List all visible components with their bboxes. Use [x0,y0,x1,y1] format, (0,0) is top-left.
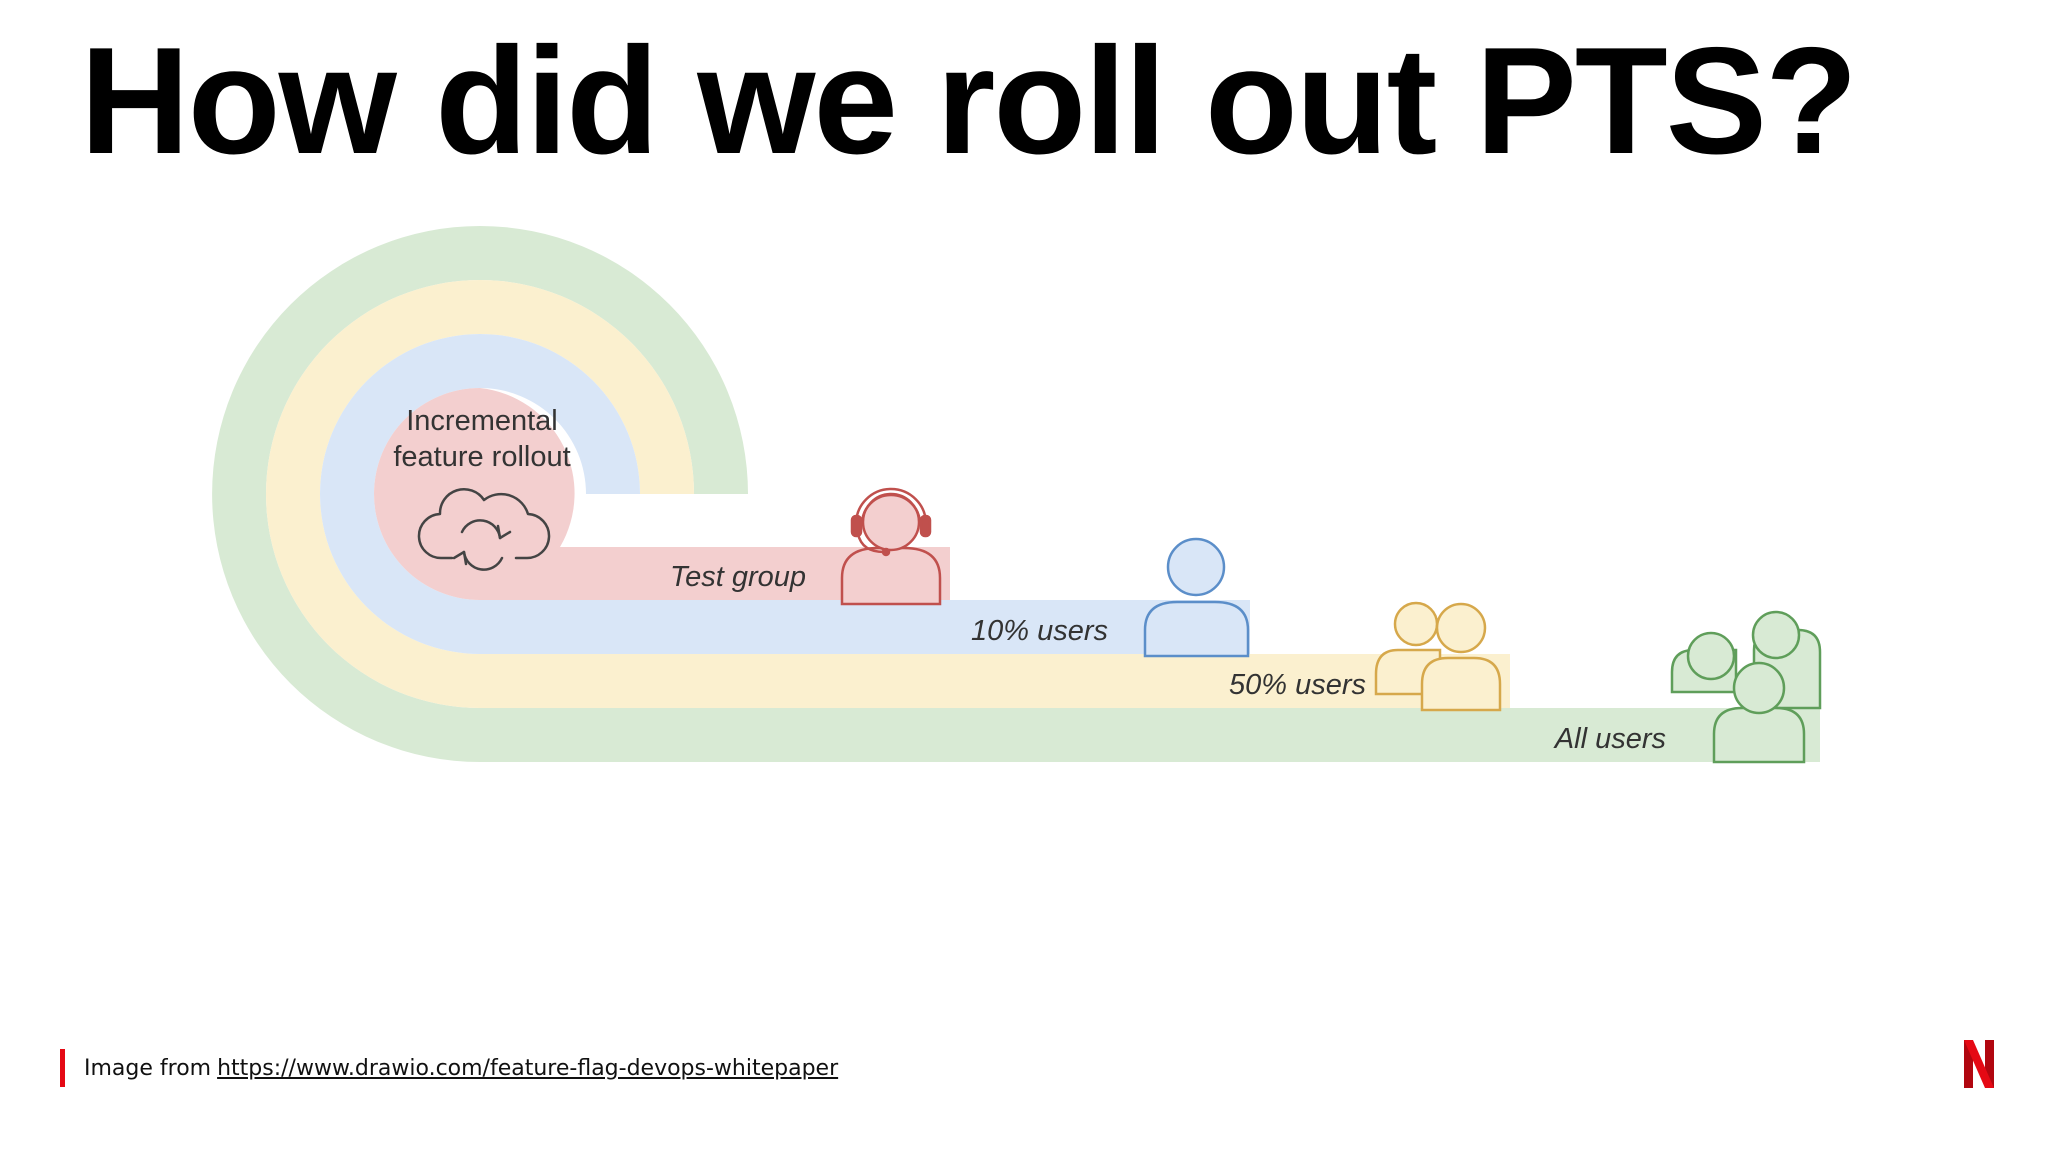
image-credit: Image from https://www.drawio.com/featur… [60,1048,838,1088]
all-users-band [212,226,1820,762]
credit-prefix: Image from [84,1055,212,1081]
slide-title: How did we roll out PTS? [80,16,1858,186]
netflix-n-logo [1964,1040,1994,1088]
stage-label-10-percent: 10% users [971,615,1108,647]
single-user-icon [1143,537,1250,658]
stage-label-test-group: Test group [670,561,806,593]
stage-label-50-percent: 50% users [1229,669,1366,701]
center-label-line1: Incremental [406,405,558,437]
accent-bar [60,1049,65,1087]
10-percent-band [320,334,1250,654]
cloud-sync-icon [417,488,551,571]
test-group-band [374,388,950,600]
user-group-icon [1670,610,1822,764]
center-label-line2: feature rollout [393,441,570,473]
stage-label-all-users: All users [1553,723,1666,755]
two-users-icon [1374,601,1502,712]
support-agent-icon [840,487,942,606]
source-link[interactable]: https://www.drawio.com/feature-flag-devo… [217,1055,839,1081]
